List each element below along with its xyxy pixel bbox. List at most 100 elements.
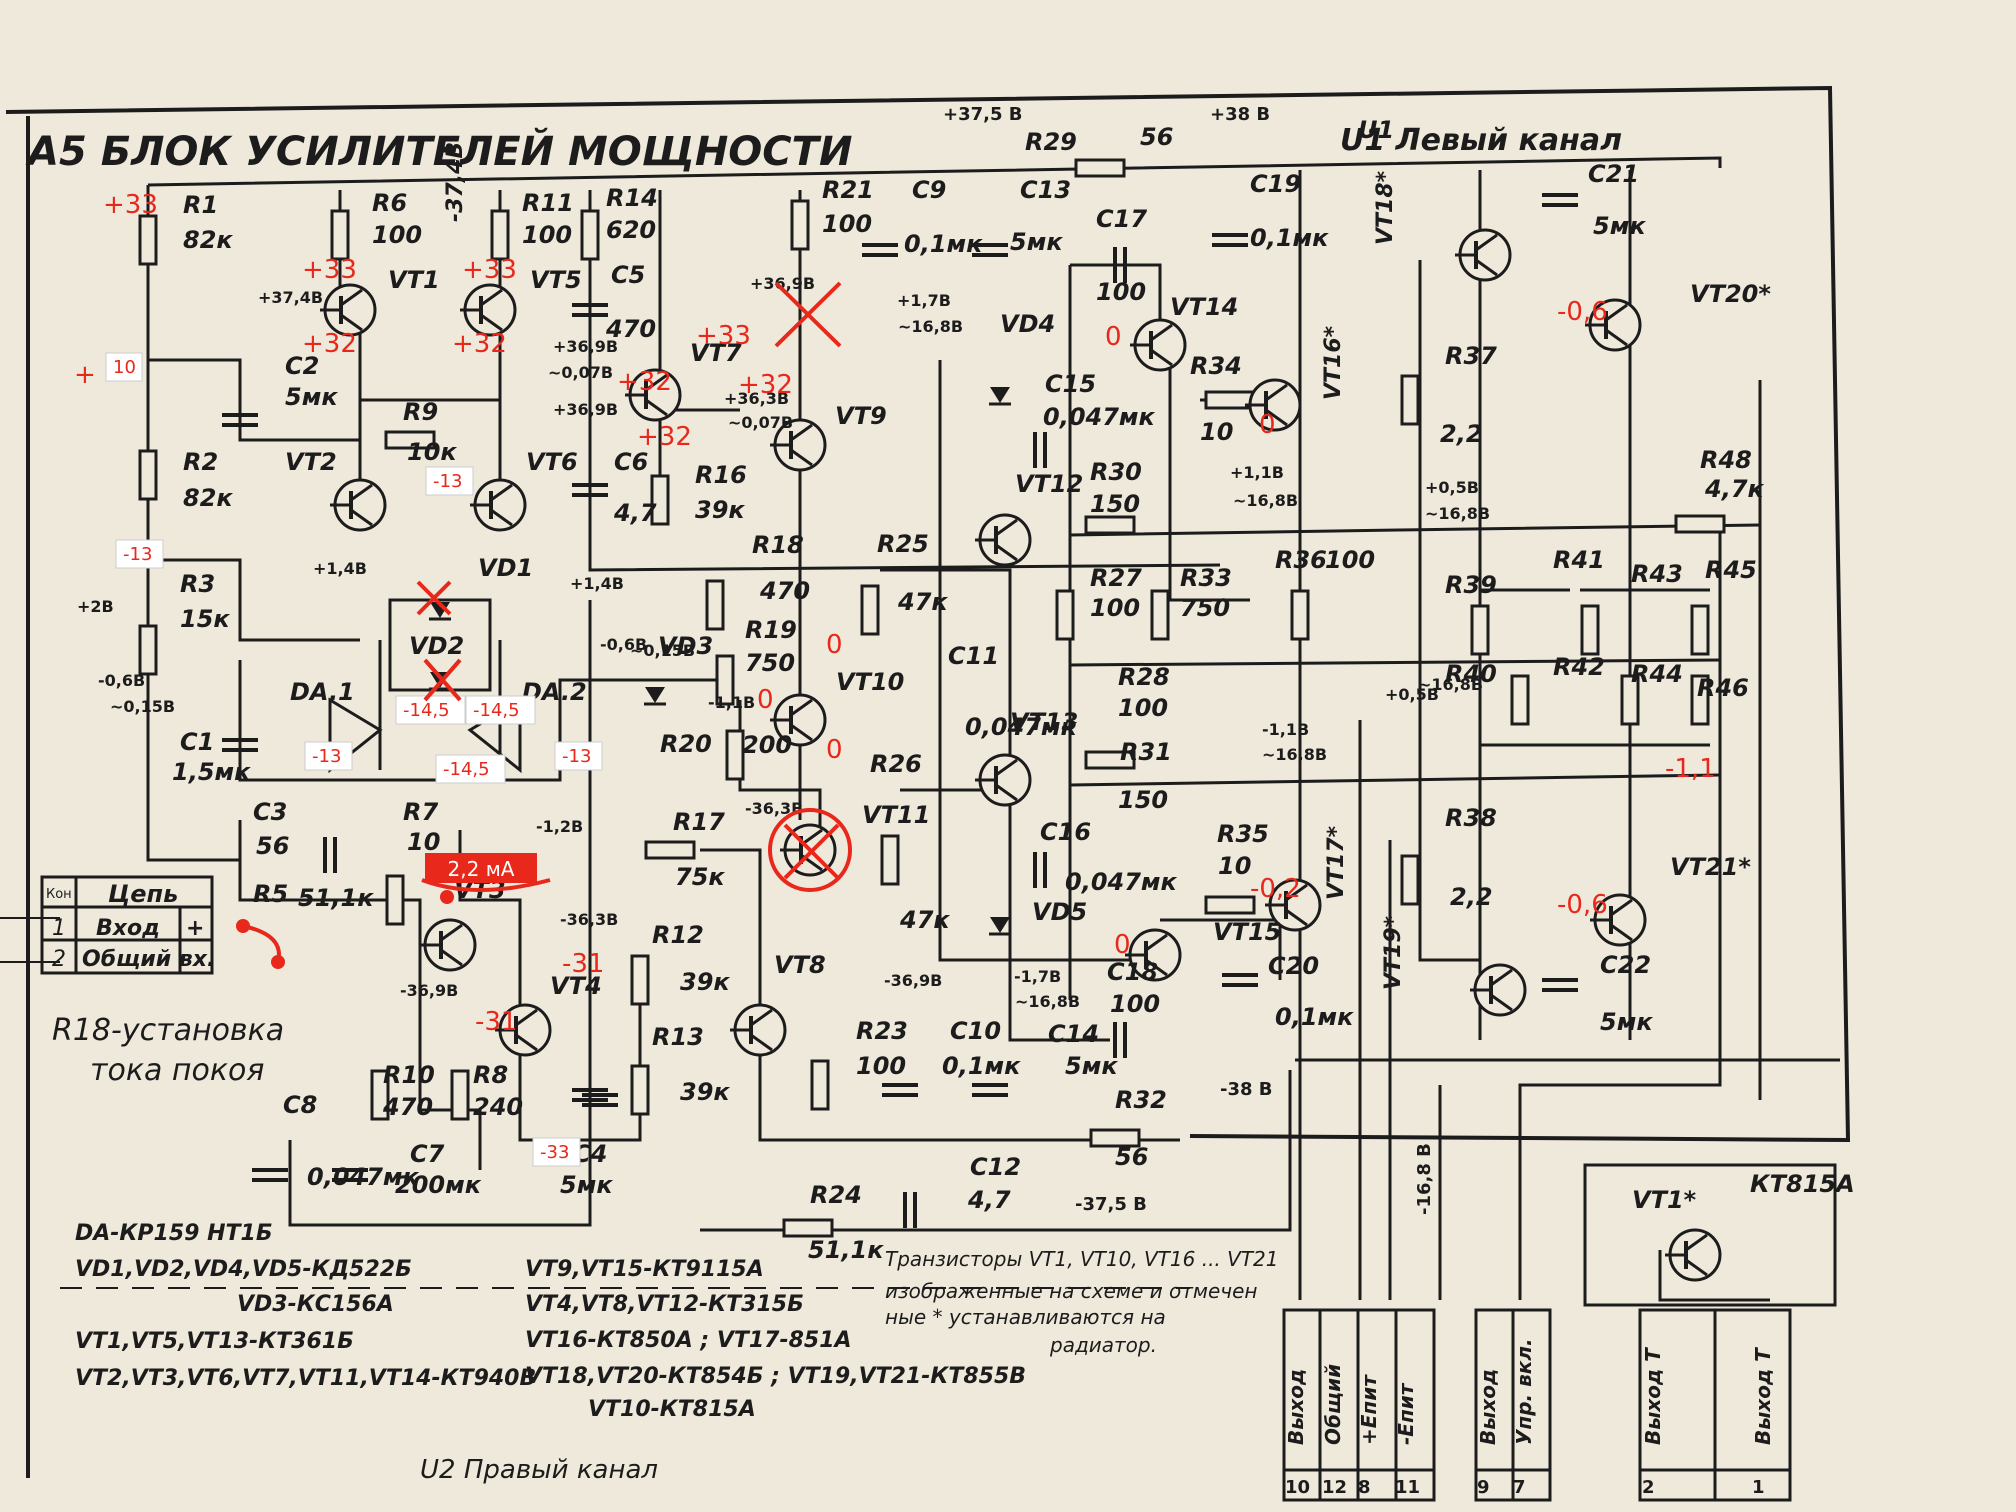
label-r21v: 100 bbox=[822, 210, 872, 238]
label-r20v: 200 bbox=[742, 731, 792, 759]
label-vt2: VT2 bbox=[285, 448, 337, 476]
bom-line: DA-КР159 НТ1Б bbox=[75, 1221, 273, 1246]
connector-pin: 12 bbox=[1322, 1477, 1347, 1498]
connector-label: Выход bbox=[1284, 1369, 1308, 1445]
measured-voltage: +32 bbox=[637, 422, 692, 452]
label-c8v: 0,047мк bbox=[307, 1163, 420, 1191]
label-vt14: VT14 bbox=[1170, 293, 1238, 321]
label-r42: R42 bbox=[1553, 653, 1605, 681]
connector-label: Выход bbox=[1476, 1369, 1500, 1445]
voltage-note: ~16,8В bbox=[898, 317, 963, 336]
measured-voltage: 0 bbox=[826, 735, 843, 765]
label-r20: R20 bbox=[660, 730, 712, 758]
connector-label: -Епит bbox=[1394, 1382, 1418, 1445]
label-r24v: 51,1к bbox=[808, 1236, 884, 1264]
bill-of-materials: DA-КР159 НТ1БVD1,VD2,VD4,VD5-КД522БVD3-К… bbox=[75, 1221, 1026, 1422]
label-r26v: 47к bbox=[899, 906, 950, 934]
connector-in-text: Кон Цепь 1 Вход + 2 Общий вх. bbox=[46, 880, 215, 972]
measured-voltage: -31 bbox=[562, 949, 604, 979]
bom-line: VT16-КТ850А ; VT17-851А bbox=[525, 1328, 852, 1353]
label-kt815: КТ815А bbox=[1750, 1170, 1855, 1198]
label-c7: C7 bbox=[410, 1140, 445, 1168]
connector-pin: 8 bbox=[1358, 1477, 1371, 1498]
connector-label: Упр. вкл. bbox=[1512, 1338, 1536, 1445]
label-r14v: 620 bbox=[606, 216, 656, 244]
label-r13v: 39к bbox=[680, 1078, 730, 1106]
label-vt9: VT9 bbox=[835, 402, 887, 430]
rail-label-minus-375: -37,5 В bbox=[1075, 1194, 1147, 1215]
current-label-box bbox=[425, 853, 537, 883]
voltage-note: +0,5В bbox=[1385, 685, 1439, 704]
label-c1v: 1,5мк bbox=[172, 758, 251, 786]
label-r35v: 10 bbox=[1218, 852, 1251, 880]
label-r24: R24 bbox=[810, 1181, 862, 1209]
boxed-voltage: -13 bbox=[433, 471, 462, 492]
measured-voltage: +33 bbox=[696, 321, 751, 351]
channel-left-label: U1 Левый канал bbox=[1340, 123, 1622, 158]
boxed-voltage: -14,5 bbox=[473, 700, 520, 721]
voltage-note: ~0,15В bbox=[110, 697, 175, 716]
label-c20v: 0,1мк bbox=[1275, 1003, 1354, 1031]
measured-voltage: 0 bbox=[757, 685, 774, 715]
measured-voltage: +32 bbox=[617, 367, 672, 397]
measured-voltage: 0 bbox=[1105, 322, 1122, 352]
label-c5v: 470 bbox=[605, 315, 656, 343]
label-r30: R30 bbox=[1090, 458, 1142, 486]
label-c3: C3 bbox=[253, 798, 287, 826]
label-r30v: 150 bbox=[1090, 490, 1140, 518]
label-c1: C1 bbox=[180, 728, 214, 756]
label-r26: R26 bbox=[870, 750, 922, 778]
bias-note-line1: R18-установка bbox=[52, 1013, 284, 1048]
voltage-note: -1,1В bbox=[708, 693, 755, 712]
voltage-note: ~0,07В bbox=[548, 363, 613, 382]
label-r12v: 39к bbox=[680, 968, 730, 996]
voltage-note: -1,2В bbox=[536, 817, 583, 836]
boxed-voltage: -13 bbox=[123, 544, 152, 565]
connector-blocks bbox=[40, 875, 1837, 1502]
boxed-voltage: -33 bbox=[540, 1142, 569, 1163]
label-r31: R31 bbox=[1120, 738, 1172, 766]
label-r13: R13 bbox=[652, 1023, 704, 1051]
label-vt10: VT10 bbox=[836, 668, 904, 696]
connector-pin: 2 bbox=[1642, 1477, 1655, 1498]
label-r11v: 100 bbox=[522, 221, 572, 249]
measured-voltage: +33 bbox=[103, 190, 158, 220]
connector-pin: 1 bbox=[1752, 1477, 1765, 1498]
boxed-voltage: -13 bbox=[562, 746, 591, 767]
boxed-voltage-marks: 10-13-13-14,5-14,5-13-14,5-13-33 bbox=[105, 352, 603, 1167]
label-c11: C11 bbox=[948, 642, 999, 670]
label-vd2: VD2 bbox=[409, 632, 464, 660]
label-r2: R2 bbox=[183, 448, 218, 476]
bom-line: VT10-КТ815А bbox=[588, 1397, 756, 1422]
label-r27: R27 bbox=[1090, 564, 1142, 592]
red-strike-marks bbox=[242, 281, 852, 963]
label-r27v: 100 bbox=[1090, 594, 1140, 622]
label-c14v: 5мк bbox=[1065, 1052, 1118, 1080]
label-r25v: 47к bbox=[897, 588, 948, 616]
label-r7v: 10 bbox=[407, 828, 440, 856]
current-probe-dot bbox=[440, 890, 454, 904]
voltage-note: -36,3В bbox=[745, 799, 803, 818]
label-r34: R34 bbox=[1190, 352, 1242, 380]
label-c8: C8 bbox=[283, 1091, 317, 1119]
label-vt15: VT15 bbox=[1213, 918, 1281, 946]
label-c17v: 100 bbox=[1096, 278, 1146, 306]
bias-note-line2: тока покоя bbox=[90, 1053, 264, 1088]
channel-right-label: U2 Правый канал bbox=[420, 1455, 658, 1485]
label-c12: C12 bbox=[970, 1153, 1021, 1181]
label-c21v: 5мк bbox=[1593, 212, 1646, 240]
boxed-voltage-bg bbox=[435, 754, 506, 784]
bom-line: VT4,VT8,VT12-КТ315Б bbox=[525, 1292, 804, 1317]
connector-in-row2-name: Общий вх. bbox=[82, 947, 215, 972]
input-solder-dot bbox=[236, 919, 250, 933]
voltage-note: ~16,8В bbox=[1425, 504, 1490, 523]
label-r25: R25 bbox=[877, 530, 929, 558]
connector-pin: 7 bbox=[1513, 1477, 1526, 1498]
voltage-note: ~16,8В bbox=[1418, 675, 1483, 694]
connector-label: +Епит bbox=[1357, 1374, 1381, 1445]
connector-label: Общий bbox=[1321, 1364, 1345, 1445]
label-vt19: VT19* bbox=[1381, 915, 1406, 990]
label-r16: R16 bbox=[695, 461, 747, 489]
label-c7v: 200мк bbox=[395, 1171, 482, 1199]
